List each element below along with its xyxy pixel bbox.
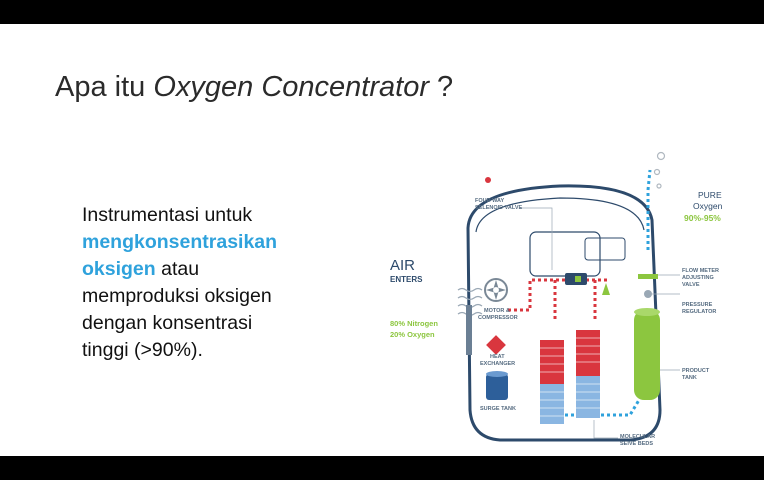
label-pure-percentage: 90%-95% (684, 213, 721, 223)
label-pure-oxygen: Oxygen (693, 201, 723, 211)
label-product-2: TANK (682, 375, 697, 381)
valve-green-icon (602, 283, 610, 295)
slide-title: Apa itu Oxygen Concentrator ? (55, 71, 453, 104)
bubble-icon (656, 151, 666, 161)
output-pipe (646, 169, 652, 250)
air-vent (466, 305, 472, 355)
body-line-3: oksigen atau (82, 256, 342, 283)
body-line-3-rest: atau (155, 258, 200, 280)
surge-tank-icon (486, 374, 508, 400)
label-pressure-2: REGULATOR (682, 309, 716, 315)
label-heat-1: HEAT (490, 354, 505, 360)
body-highlight-2: oksigen (82, 258, 156, 280)
label-nitrogen: 80% Nitrogen (390, 319, 438, 328)
molecular-sieve-bed-right (576, 330, 600, 418)
molecular-sieve-bed-left (540, 340, 564, 424)
label-pressure-1: PRESSURE (682, 302, 713, 308)
display-screen (584, 237, 626, 261)
label-air: AIR (390, 257, 415, 274)
pressure-regulator-icon (644, 290, 652, 298)
body-line-1: Instrumentasi untuk (82, 204, 253, 226)
body-highlight-1: mengkonsentrasikan (82, 231, 278, 253)
label-flow-1: FLOW METER (682, 268, 719, 274)
red-dot-icon (485, 177, 491, 183)
body-line-5: dengan konsentrasi (82, 312, 253, 334)
label-four-way-1: FOUR WAY (475, 198, 504, 204)
concentrator-body (466, 184, 662, 442)
leader-lines (520, 207, 680, 439)
label-flow-3: VALVE (682, 282, 700, 288)
body-line-4: memproduksi oksigen (82, 285, 272, 307)
title-italic: Oxygen Concentrator (153, 71, 429, 103)
label-oxygen-in: 20% Oxygen (390, 330, 435, 339)
heat-exchanger-icon (486, 335, 506, 355)
concentrator-top-panel (475, 197, 645, 233)
fan-blades-icon (486, 280, 506, 300)
presentation-slide: Apa itu Oxygen Concentrator ? Instrument… (0, 24, 764, 456)
flow-meter-icon (638, 274, 658, 279)
title-suffix: ? (429, 71, 454, 103)
label-enters: ENTERS (390, 275, 423, 284)
slide-body-text: Instrumentasi untuk mengkonsentrasikan o… (82, 202, 342, 364)
title-prefix: Apa itu (55, 71, 154, 103)
label-surge-tank: SURGE TANK (480, 406, 516, 412)
label-sieve-1: MOLECULAR (620, 434, 655, 440)
fan-icon (484, 278, 508, 302)
label-pure: PURE (698, 190, 722, 200)
label-sieve-2: SEIVE BEDS (620, 441, 653, 447)
body-line-6: tinggi (>90%). (82, 339, 203, 361)
label-four-way-2: SELENOID VALVE (475, 205, 522, 211)
product-tank-icon (634, 310, 660, 400)
label-product-1: PRODUCT (682, 368, 710, 374)
label-motor-1: MOTOR & (484, 308, 510, 314)
oxygen-concentrator-diagram: AIR ENTERS 80% Nitrogen 20% Oxygen PURE … (390, 151, 723, 447)
label-motor-2: COMPRESSOR (478, 315, 518, 321)
label-flow-2: ADJUSTING (682, 275, 714, 281)
label-heat-2: EXCHANGER (480, 361, 515, 367)
